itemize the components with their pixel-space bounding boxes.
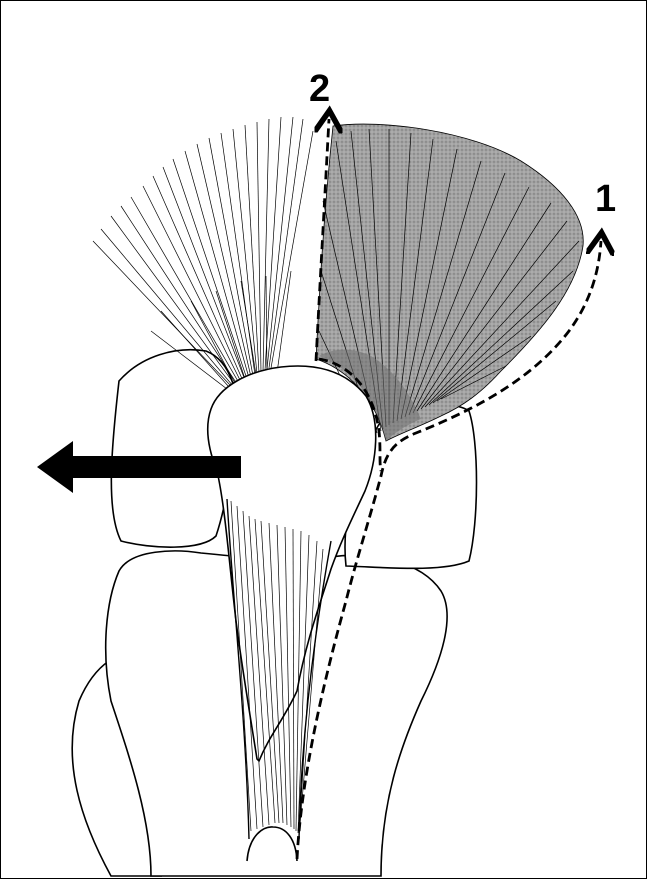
left-fan-fibers bbox=[93, 117, 313, 389]
label-path-2: 2 bbox=[309, 68, 330, 110]
label-path-1: 1 bbox=[595, 178, 616, 220]
